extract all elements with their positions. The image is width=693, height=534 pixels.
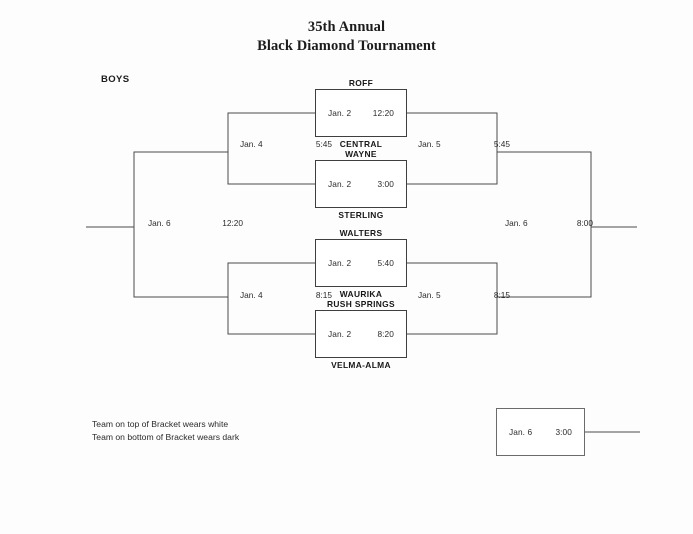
consolation-game-box[interactable]: Jan. 6 3:00 — [496, 408, 585, 456]
game-time: 8:00 — [576, 218, 593, 228]
left-final-connector — [133, 151, 228, 298]
left-upper-semi-schedule[interactable]: Jan. 4 5:45 — [240, 139, 332, 149]
game-schedule: Jan. 2 5:40 — [316, 258, 406, 268]
title-line-2: Black Diamond Tournament — [257, 38, 436, 55]
game-date: Jan. 2 — [328, 108, 352, 118]
team-name-bottom: CENTRAL — [339, 139, 383, 149]
game-box-rush-springs-velma-alma[interactable]: RUSH SPRINGS Jan. 2 8:20 VELMA-ALMA — [315, 299, 407, 370]
team-name-bottom: VELMA-ALMA — [331, 360, 391, 370]
title-line-1: 35th Annual — [307, 19, 386, 35]
game-time: 8:20 — [377, 329, 394, 339]
game-date: Jan. 5 — [418, 290, 441, 300]
left-lower-semi-connector — [227, 262, 315, 335]
legend-line-2: Team on bottom of Bracket wears dark — [92, 432, 240, 443]
right-upper-semi-schedule[interactable]: Jan. 5 5:45 — [418, 139, 510, 149]
game-date: Jan. 4 — [240, 290, 263, 300]
game-time: 5:45 — [493, 139, 510, 149]
right-lower-semi-schedule[interactable]: Jan. 5 8:15 — [418, 290, 510, 300]
uniform-legend: Team on top of Bracket wears white Team … — [92, 418, 239, 444]
game-time: 5:45 — [315, 139, 332, 149]
game-time: 5:40 — [377, 258, 394, 268]
game-schedule: Jan. 2 12:20 — [316, 108, 406, 118]
game-box-walters-waurika[interactable]: WALTERS Jan. 2 5:40 WAURIKA — [315, 228, 407, 299]
right-final-connector — [497, 151, 592, 298]
team-name-top: WAYNE — [345, 149, 377, 159]
game-date: Jan. 5 — [418, 139, 441, 149]
game-time: 8:15 — [315, 290, 332, 300]
game-box-roff-central[interactable]: ROFF Jan. 2 12:20 CENTRAL — [315, 78, 407, 149]
right-final-schedule[interactable]: Jan. 6 8:00 — [505, 218, 593, 228]
game-time: 3:00 — [555, 427, 572, 437]
left-lower-semi-schedule[interactable]: Jan. 4 8:15 — [240, 290, 332, 300]
team-name-bottom: WAURIKA — [339, 289, 383, 299]
game-schedule: Jan. 2 8:20 — [316, 329, 406, 339]
left-upper-semi-connector — [227, 112, 315, 185]
game-box-wayne-sterling[interactable]: WAYNE Jan. 2 3:00 STERLING — [315, 149, 407, 220]
page-title: 35th Annual Black Diamond Tournament — [0, 18, 693, 56]
game-time: 12:20 — [222, 218, 243, 228]
game-time: 12:20 — [372, 108, 394, 118]
game-date: Jan. 2 — [328, 179, 352, 189]
game-time: 8:15 — [493, 290, 510, 300]
right-upper-semi-connector — [407, 112, 498, 185]
game-time: 3:00 — [377, 179, 394, 189]
game-schedule: Jan. 2 3:00 — [316, 179, 406, 189]
team-name-bottom: STERLING — [338, 210, 384, 220]
game-date: Jan. 2 — [328, 258, 352, 268]
team-name-top: WALTERS — [339, 228, 383, 238]
game-date: Jan. 4 — [240, 139, 263, 149]
right-lower-semi-connector — [407, 262, 498, 335]
game-schedule: Jan. 6 3:00 — [497, 427, 584, 437]
legend-line-1: Team on top of Bracket wears white — [92, 419, 229, 429]
left-final-schedule[interactable]: Jan. 6 12:20 — [148, 218, 243, 228]
game-date: Jan. 6 — [505, 218, 528, 228]
team-name-top: ROFF — [348, 78, 374, 88]
game-date: Jan. 6 — [509, 427, 533, 437]
game-date: Jan. 6 — [148, 218, 171, 228]
game-date: Jan. 2 — [328, 329, 352, 339]
team-name-top: RUSH SPRINGS — [327, 299, 395, 309]
division-label: BOYS — [101, 74, 130, 85]
